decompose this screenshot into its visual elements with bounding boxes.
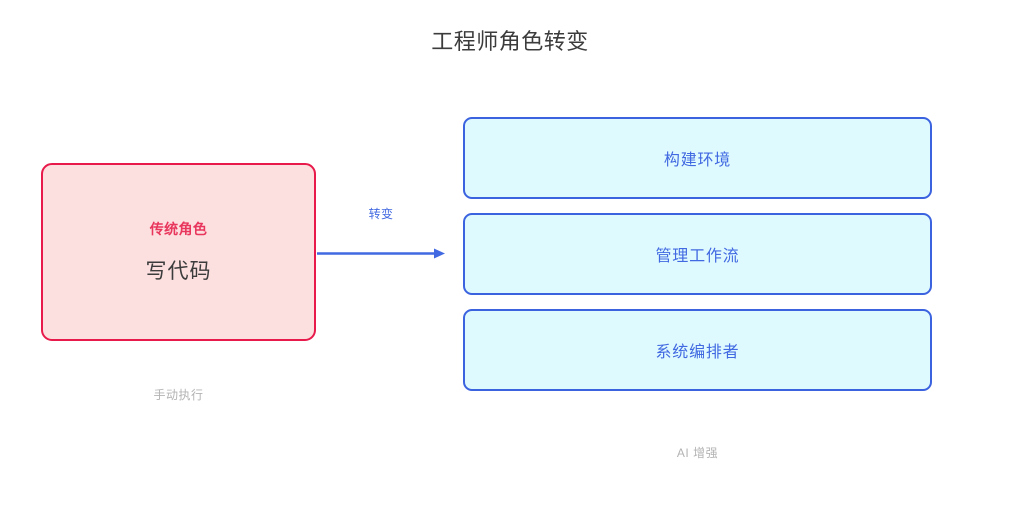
ai-role-node-system-orchestrator[interactable]: 系统编排者 (463, 309, 932, 391)
page-title: 工程师角色转变 (431, 29, 589, 54)
ai-role-node-build-environment[interactable]: 构建环境 (463, 117, 932, 199)
legacy-role-kicker: 传统角色 (149, 220, 208, 237)
legacy-role-title: 写代码 (145, 259, 212, 283)
ai-role-caption: AI 增强 (676, 446, 719, 460)
legacy-role-caption: 手动执行 (153, 388, 204, 402)
transition-arrow-label: 转变 (368, 207, 394, 221)
legacy-role-node[interactable]: 传统角色 写代码 (41, 163, 316, 341)
ai-role-stack: 构建环境 管理工作流 系统编排者 (463, 117, 932, 391)
ai-role-node-manage-workflow[interactable]: 管理工作流 (463, 213, 932, 295)
arrow-right-icon (317, 248, 445, 259)
